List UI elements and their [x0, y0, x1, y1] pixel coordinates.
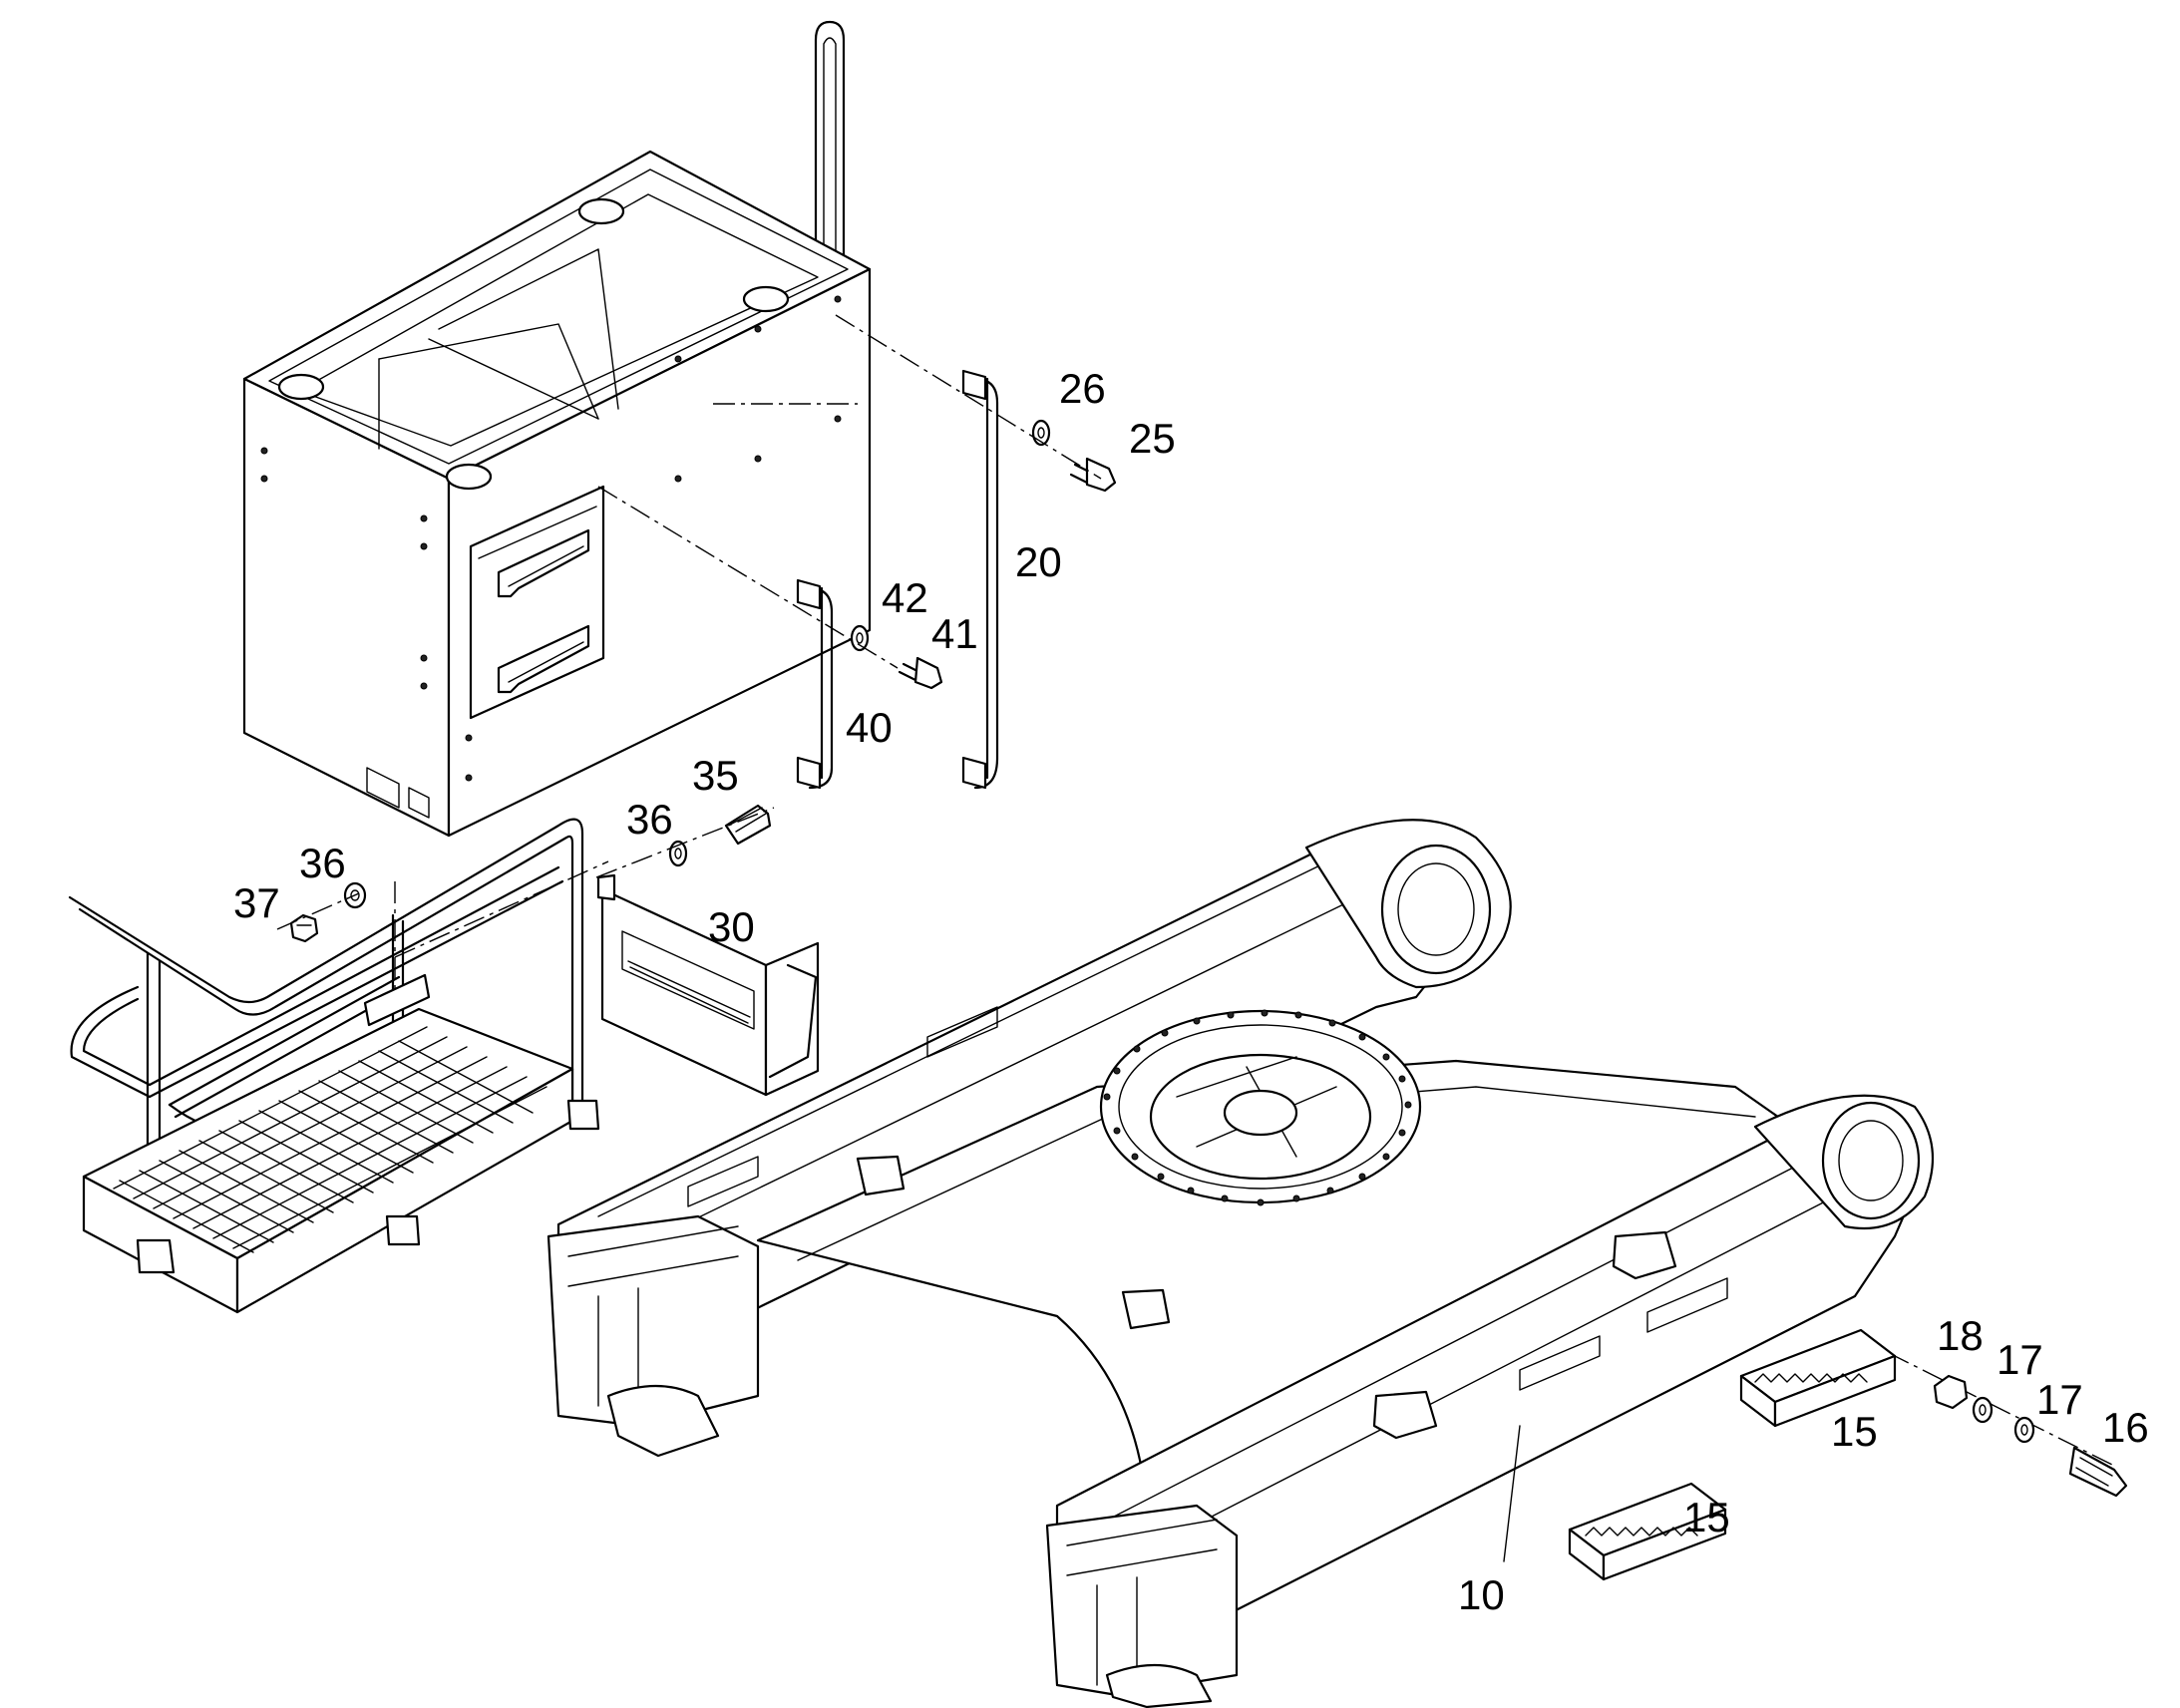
callout-15b: 15 — [1683, 1494, 1730, 1540]
washer-17a — [1972, 1396, 1994, 1424]
callout-42: 42 — [882, 574, 928, 621]
callout-26: 26 — [1059, 365, 1106, 412]
nut-18 — [1933, 1374, 1969, 1410]
carbody-frame-10 — [546, 819, 1935, 1708]
washer-17b — [2013, 1416, 2035, 1444]
callout-36a: 36 — [626, 796, 673, 843]
step-15b — [1739, 1328, 1897, 1428]
callout-labels: 26 25 20 42 41 40 35 36 36 37 30 18 17 1… — [233, 365, 2149, 1618]
callout-35: 35 — [692, 752, 739, 799]
cabinet-box — [242, 20, 872, 838]
leader-10 — [1503, 1425, 1521, 1562]
nut-37 — [289, 913, 319, 943]
grab-handle-20 — [961, 369, 999, 790]
callout-17b: 17 — [2036, 1376, 2083, 1423]
washer-42 — [850, 624, 870, 652]
assembly-axes — [276, 314, 2115, 1467]
callout-18: 18 — [1937, 1312, 1984, 1359]
bolt-16 — [2068, 1446, 2128, 1498]
floor-grating — [113, 1026, 547, 1253]
callout-30: 30 — [708, 903, 755, 950]
callout-10: 10 — [1458, 1571, 1505, 1618]
callout-20: 20 — [1015, 538, 1062, 585]
step-30 — [596, 873, 820, 1097]
callout-40: 40 — [846, 704, 893, 751]
callout-37: 37 — [233, 879, 280, 926]
grab-handle-40 — [796, 578, 834, 790]
callout-17a: 17 — [1997, 1336, 2043, 1383]
step-15a — [1568, 1482, 1727, 1581]
callout-15a: 15 — [1831, 1408, 1878, 1455]
callout-25: 25 — [1129, 415, 1176, 462]
bolt-41 — [898, 656, 943, 690]
ring-bolt-holes — [1103, 1009, 1412, 1206]
callout-16: 16 — [2102, 1404, 2149, 1451]
bolt-35 — [724, 804, 772, 846]
bolt-25 — [1069, 457, 1117, 493]
callout-36b: 36 — [299, 840, 346, 886]
callout-41: 41 — [931, 610, 978, 657]
platform-railing — [68, 818, 600, 1314]
